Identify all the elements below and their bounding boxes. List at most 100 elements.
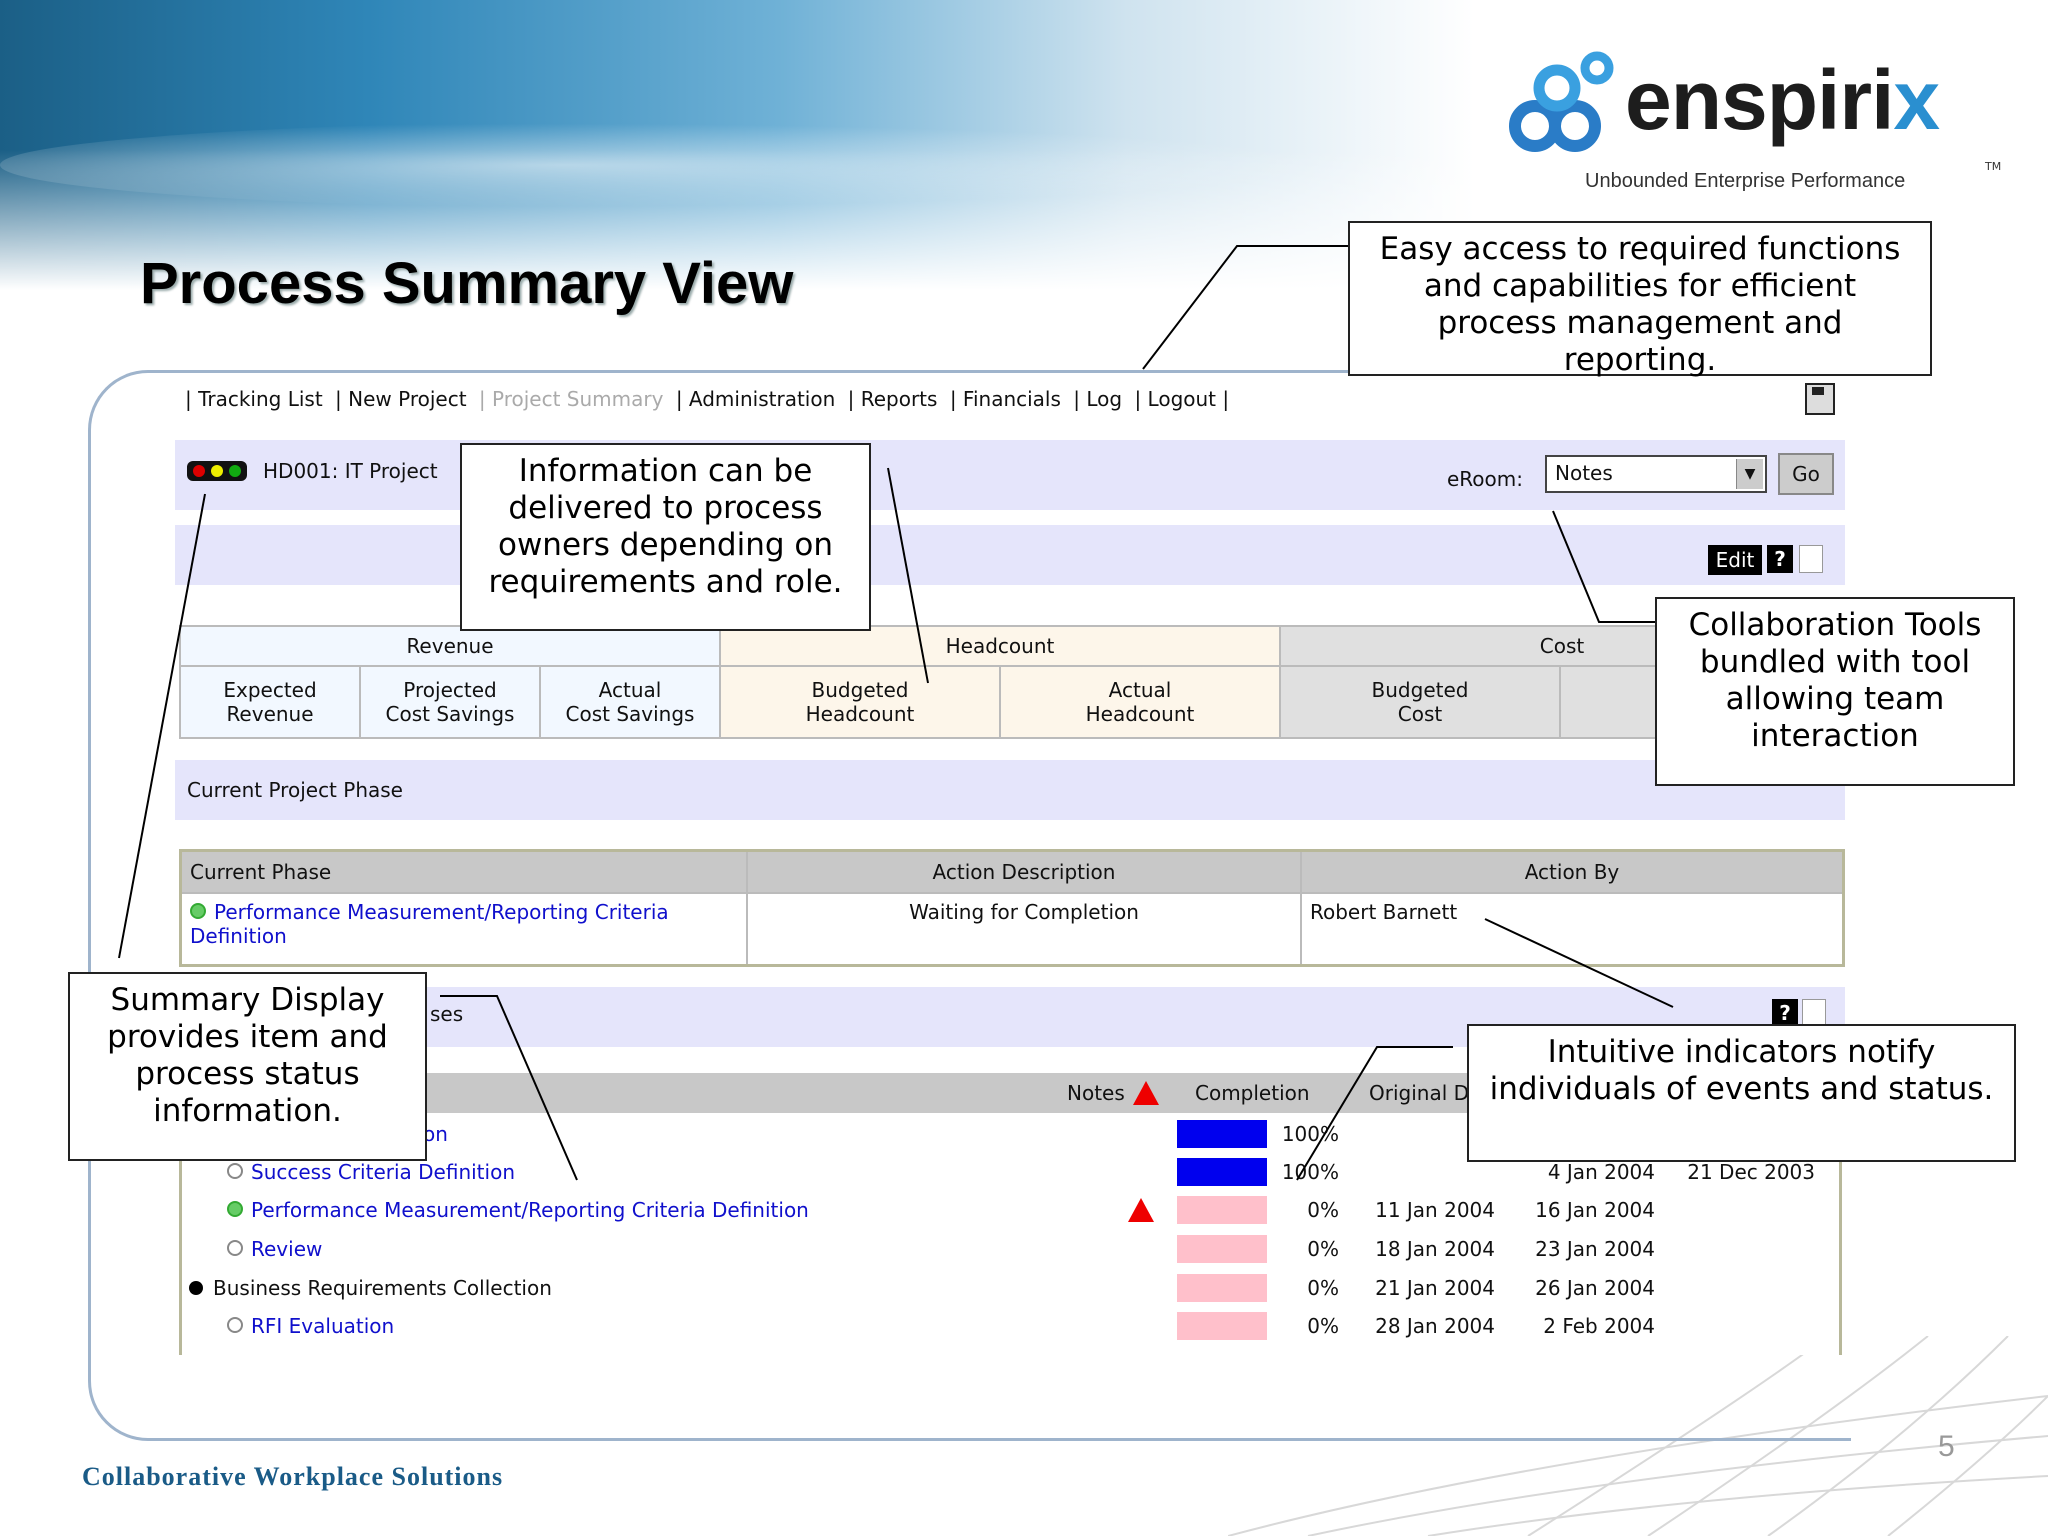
header-notes: Notes: [1067, 1081, 1125, 1105]
nav-logout[interactable]: | Logout |: [1134, 387, 1230, 411]
nav-new-project[interactable]: | New Project: [335, 387, 467, 411]
milestone-item: Review: [227, 1237, 322, 1261]
warning-icon: [1133, 1081, 1159, 1105]
financials-band: [175, 525, 1845, 585]
action-by-cell: Robert Barnett: [1300, 892, 1845, 967]
footer-text: Collaborative Workplace Solutions: [82, 1462, 504, 1491]
header-completion: Completion: [1195, 1081, 1310, 1105]
warning-icon[interactable]: [1128, 1198, 1154, 1222]
edit-button[interactable]: Edit: [1708, 545, 1762, 575]
financials-table: Revenue Headcount Cost Expected Revenue …: [179, 625, 1845, 739]
eroom-select[interactable]: Notes ▼: [1545, 455, 1767, 493]
nav-log[interactable]: | Log: [1073, 387, 1123, 411]
milestone-row: Business Requirements Collection 0% 21 J…: [175, 1272, 1845, 1308]
col-expected-revenue: Expected Revenue: [179, 665, 361, 739]
completion-bar: [1177, 1158, 1267, 1186]
go-button[interactable]: Go: [1778, 453, 1834, 495]
date-original: 26 Jan 2004: [1535, 1276, 1655, 1300]
project-name: HD001: IT Project: [263, 459, 438, 483]
milestones-label: ses: [430, 1002, 464, 1026]
group-revenue: Revenue: [179, 625, 721, 667]
completion-value: 0%: [1307, 1276, 1339, 1300]
save-icon[interactable]: [1805, 383, 1835, 415]
completion-value: 0%: [1307, 1314, 1339, 1338]
milestone-item: Performance Measurement/Reporting Criter…: [227, 1198, 809, 1222]
milestone-link[interactable]: Success Criteria Definition: [251, 1160, 515, 1184]
help-icon[interactable]: ?: [1767, 545, 1793, 573]
table-border-left: [179, 1113, 182, 1355]
completion-value: 100%: [1281, 1122, 1339, 1146]
date-start: 21 Jan 2004: [1375, 1276, 1495, 1300]
table-border-right: [1839, 1113, 1842, 1355]
nav-project-summary[interactable]: | Project Summary: [478, 387, 664, 411]
completion-value: 100%: [1281, 1160, 1339, 1184]
current-phase-table: Current Phase Action Description Action …: [179, 849, 1845, 967]
trademark: TM: [1985, 160, 2002, 173]
milestone-group: Business Requirements Collection: [189, 1276, 552, 1300]
phase-cell: Performance Measurement/Reporting Criter…: [179, 892, 748, 967]
status-icon: [227, 1317, 243, 1333]
page-number: 5: [1938, 1430, 1955, 1463]
nav-tracking-list[interactable]: | Tracking List: [185, 387, 323, 411]
milestone-link[interactable]: Review: [251, 1237, 323, 1261]
eroom-select-value: Notes: [1555, 461, 1613, 485]
page-title: Process Summary View: [140, 251, 794, 316]
col-actual-headcount: Actual Headcount: [999, 665, 1281, 739]
enspirix-logo: [1509, 51, 1614, 152]
completion-bar: [1177, 1196, 1267, 1224]
nav-administration[interactable]: | Administration: [675, 387, 836, 411]
completion-bar: [1177, 1312, 1267, 1340]
phase-bullet-icon: [189, 1281, 203, 1295]
milestone-row: RFI Evaluation 0% 28 Jan 2004 2 Feb 2004: [175, 1310, 1845, 1346]
header-action-by: Action By: [1300, 849, 1845, 894]
milestone-row: Review 0% 18 Jan 2004 23 Jan 2004: [175, 1233, 1845, 1269]
eroom-label: eRoom:: [1447, 467, 1523, 491]
traffic-light-icon: [187, 461, 247, 481]
completion-value: 0%: [1307, 1198, 1339, 1222]
date-original: 23 Jan 2004: [1535, 1237, 1655, 1261]
completion-value: 0%: [1307, 1237, 1339, 1261]
milestone-row: Performance Measurement/Reporting Criter…: [175, 1194, 1845, 1230]
screenshot-frame: [88, 370, 1851, 1441]
phase-link[interactable]: Performance Measurement/Reporting Criter…: [190, 900, 669, 948]
date-start: 11 Jan 2004: [1375, 1198, 1495, 1222]
callout-easy-access: Easy access to required functions and ca…: [1348, 221, 1932, 378]
app-screenshot: | Tracking List | New Project | Project …: [175, 375, 1850, 1355]
milestones-checkbox[interactable]: [1802, 999, 1826, 1027]
header-original-date: Original D: [1369, 1081, 1470, 1105]
milestone-group-label: Business Requirements Collection: [213, 1276, 552, 1300]
current-project-phase-label: Current Project Phase: [187, 778, 403, 802]
callout-summary-display: Summary Display provides item and proces…: [68, 972, 427, 1161]
completion-bar: [1177, 1235, 1267, 1263]
logo-wordmark: enspirix: [1625, 53, 1940, 147]
col-budgeted-cost: Budgeted Cost: [1279, 665, 1561, 739]
status-green-icon: [190, 903, 206, 919]
section-checkbox[interactable]: [1799, 545, 1823, 573]
date-original: 16 Jan 2004: [1535, 1198, 1655, 1222]
callout-information: Information can be delivered to process …: [460, 443, 871, 631]
date-original: 2 Feb 2004: [1543, 1314, 1655, 1338]
col-budgeted-headcount: Budgeted Headcount: [719, 665, 1001, 739]
header-action-description: Action Description: [746, 849, 1302, 894]
milestones-help-icon[interactable]: ?: [1772, 999, 1798, 1027]
status-icon: [227, 1163, 243, 1179]
current-phase-band: [175, 760, 1845, 820]
completion-bar: [1177, 1274, 1267, 1302]
col-projected-cost-savings: Projected Cost Savings: [359, 665, 541, 739]
completion-bar: [1177, 1120, 1267, 1148]
nav-financials[interactable]: | Financials: [949, 387, 1061, 411]
group-headcount: Headcount: [719, 625, 1281, 667]
date-original: 4 Jan 2004: [1547, 1160, 1655, 1184]
milestone-link[interactable]: Performance Measurement/Reporting Criter…: [251, 1198, 809, 1222]
action-description-cell: Waiting for Completion: [746, 892, 1302, 967]
milestone-item: RFI Evaluation: [227, 1314, 394, 1338]
date-start: 18 Jan 2004: [1375, 1237, 1495, 1261]
date-start: 28 Jan 2004: [1375, 1314, 1495, 1338]
milestone-link[interactable]: RFI Evaluation: [251, 1314, 395, 1338]
chevron-down-icon[interactable]: ▼: [1736, 459, 1763, 489]
date-actual: 21 Dec 2003: [1687, 1160, 1815, 1184]
nav-reports[interactable]: | Reports: [847, 387, 938, 411]
header-current-phase: Current Phase: [179, 849, 748, 894]
top-nav: | Tracking List | New Project | Project …: [185, 387, 1235, 411]
callout-intuitive: Intuitive indicators notify individuals …: [1467, 1024, 2016, 1162]
